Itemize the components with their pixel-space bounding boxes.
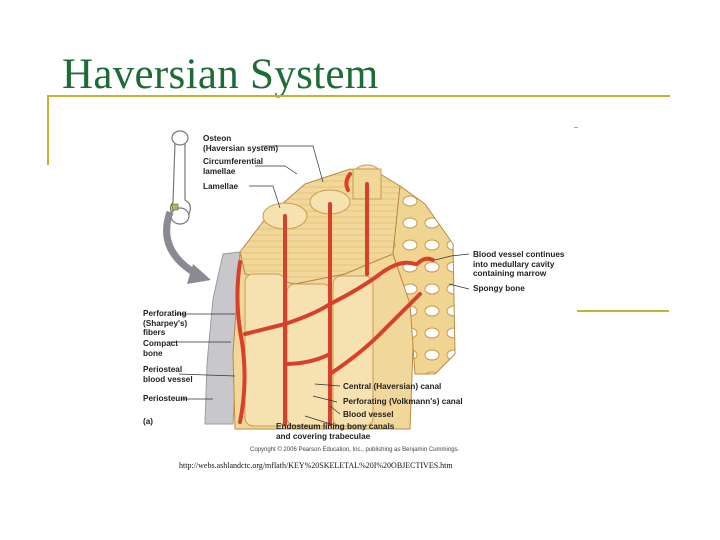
long-bone-icon	[169, 130, 191, 225]
label-circumferential-lamellae: Circumferential lamellae	[203, 157, 264, 176]
label-endosteum: Endosteum lining bony canals and coverin…	[276, 422, 395, 441]
osteon-column-3	[332, 275, 374, 427]
label-periosteum: Periosteum	[143, 394, 188, 403]
osteon-column-1	[244, 273, 286, 427]
figure-copyright: Copyright © 2006 Pearson Education, Inc.…	[250, 447, 460, 453]
blood-vessels	[235, 172, 435, 426]
label-central-canal: Central (Haversian) canal	[343, 382, 442, 391]
title-left-rule	[47, 95, 49, 165]
small-tick	[574, 127, 578, 128]
label-blood-vessel: Blood vessel	[343, 410, 394, 419]
label-periosteal-blood-vessel: Periosteal blood vessel	[143, 365, 193, 384]
label-vessel-into-marrow: Blood vessel continues into medullary ca…	[473, 250, 565, 278]
label-volkmann-canal: Perforating (Volkmann's) canal	[343, 397, 463, 406]
title-underline	[47, 95, 670, 97]
slide-title: Haversian System	[62, 51, 379, 98]
haversian-system-diagram: Osteon (Haversian system) Circumferentia…	[135, 124, 580, 460]
label-osteon: Osteon (Haversian system)	[203, 134, 279, 153]
label-spongy-bone: Spongy bone	[473, 284, 525, 293]
spongy-bone-region	[392, 185, 456, 375]
leader-lines	[167, 145, 470, 427]
bone-illustration	[163, 130, 470, 430]
label-lamellae: Lamellae	[203, 182, 239, 191]
label-panel-a: (a)	[143, 417, 154, 426]
label-compact-bone: Compact bone	[143, 339, 179, 358]
arrow-head	[187, 264, 211, 284]
right-accent-rule	[577, 310, 669, 312]
source-url: http://webs.ashlandctc.org/mflath/KEY%20…	[179, 461, 453, 470]
label-perforating-fibers: Perforating (Sharpey's) fibers	[143, 309, 188, 337]
